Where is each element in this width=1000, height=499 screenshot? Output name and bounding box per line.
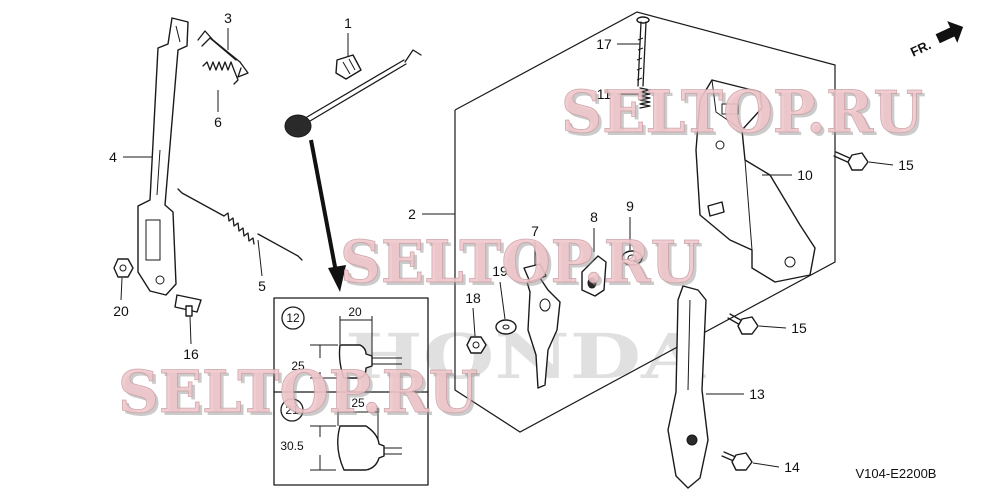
watermark-site-center: SELTOP.RU SELTOP.RU: [340, 228, 703, 299]
callout-7: 7: [531, 223, 539, 239]
part-20-nut: [113, 258, 134, 278]
callout-17: 17: [596, 36, 612, 52]
part-16-bolt: [174, 294, 202, 317]
svg-text:SELTOP.RU: SELTOP.RU: [564, 81, 926, 149]
direction-label: FR.: [908, 37, 933, 59]
watermark-site-bottom: SELTOP.RU SELTOP.RU: [118, 358, 481, 429]
part-5-rod-spring: [177, 188, 303, 261]
variant-a-ref-circle: [281, 306, 305, 330]
callout-1: 1: [344, 15, 352, 31]
part-15-lower-bolt: [727, 313, 759, 335]
variant-a-ref: 12: [286, 311, 300, 325]
variant-b-width: 25: [351, 396, 365, 410]
part-17-bolt: [636, 16, 650, 87]
part-9-washer: [621, 250, 643, 266]
part-10-bracket: [695, 79, 816, 283]
callout-13: 13: [749, 386, 765, 402]
watermark-site-top: SELTOP.RU SELTOP.RU: [561, 78, 926, 149]
part-8-plate: [581, 255, 607, 297]
callout-6: 6: [214, 114, 222, 130]
part-3-clip: [197, 30, 249, 78]
callout-2: 2: [408, 206, 416, 222]
callout-9: 9: [626, 198, 634, 214]
watermark-site-center-text: SELTOP.RU: [340, 228, 700, 296]
callout-19: 19: [492, 263, 508, 279]
front-direction-indicator: FR.: [908, 21, 964, 60]
direction-arrow-icon: [935, 21, 964, 44]
part-18-nut: [466, 336, 487, 354]
part-14-bolt: [721, 451, 753, 471]
part-6-spring: [202, 61, 239, 85]
svg-text:SELTOP.RU: SELTOP.RU: [343, 231, 703, 299]
watermark-site-bottom-text: SELTOP.RU: [118, 358, 478, 426]
callout-4: 4: [109, 149, 117, 165]
callout-8: 8: [590, 209, 598, 225]
callout-5: 5: [258, 278, 266, 294]
callout-20: 20: [113, 303, 129, 319]
diagram-code: V104-E2200B: [856, 466, 937, 481]
callout-15-upper: 15: [898, 157, 914, 173]
part-15-upper-bolt: [833, 151, 869, 171]
part-4-lever-arm: [137, 17, 189, 296]
callout-10: 10: [797, 167, 813, 183]
callout-11: 11: [597, 86, 612, 102]
watermark-site-top-text: SELTOP.RU: [561, 78, 923, 146]
reference-arrow: [309, 139, 346, 292]
variant-b-ref: 21: [285, 403, 299, 417]
choke-knob-rod: [284, 49, 422, 138]
part-13-lever: [667, 285, 709, 489]
leader-lines: [120, 28, 894, 468]
part-1-grommet: [335, 54, 362, 80]
callout-15-lower: 15: [791, 320, 807, 336]
svg-text:SELTOP.RU: SELTOP.RU: [121, 361, 481, 429]
callout-labels: 1 2 3 4 5 6 7 8 9 10 11 13 14 15 15 16 1…: [109, 10, 914, 475]
callout-18: 18: [465, 290, 481, 306]
part-11-spring: [639, 87, 651, 109]
variant-a-knob: [338, 344, 373, 379]
callout-16: 16: [183, 346, 199, 362]
variant-b-height: 30.5: [280, 439, 304, 453]
variant-a-width: 20: [348, 305, 362, 319]
knob-variants-inset: 12 20 25 21 25 30.5: [273, 297, 429, 486]
watermark-brand: HONDA: [345, 320, 706, 393]
variant-b-ref-circle: [280, 398, 304, 422]
variant-a-height: 25: [291, 359, 305, 373]
callout-3: 3: [224, 10, 232, 26]
part-19-washer: [495, 319, 517, 335]
assembly-2-outline: [454, 11, 836, 433]
part-7-lever-plate: [523, 263, 561, 389]
callout-14: 14: [784, 459, 800, 475]
variant-b-knob: [337, 425, 385, 471]
